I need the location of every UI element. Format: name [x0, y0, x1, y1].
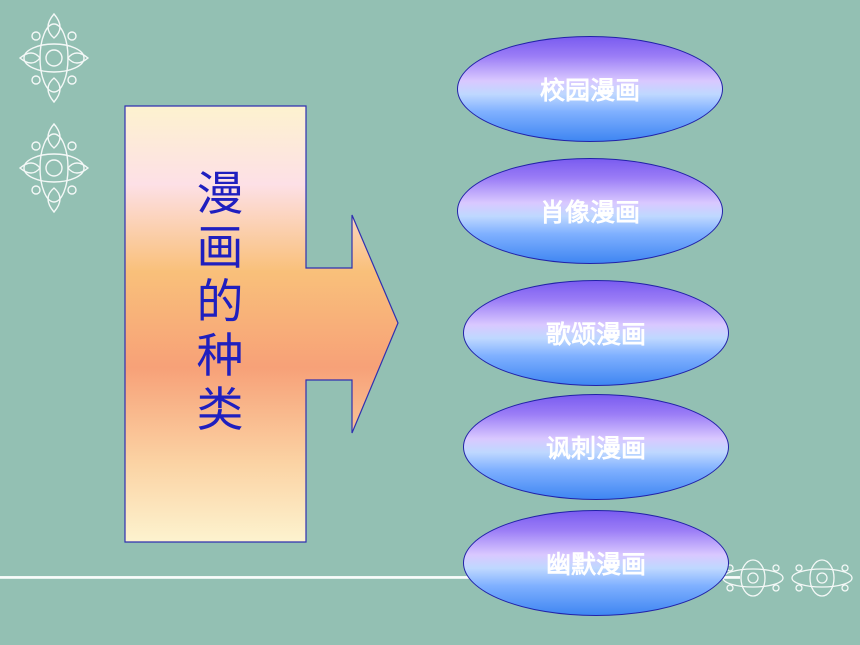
divider-line	[0, 576, 740, 579]
category-oval-satire[interactable]: 讽刺漫画	[463, 394, 729, 500]
category-label: 幽默漫画	[545, 550, 646, 579]
category-oval-campus[interactable]: 校园漫画	[457, 36, 723, 142]
lace-ornament-icon	[791, 559, 853, 597]
category-label: 讽刺漫画	[545, 434, 646, 463]
category-oval-praise[interactable]: 歌颂漫画	[463, 280, 729, 386]
category-label: 肖像漫画	[539, 198, 640, 227]
lace-ornament-icon	[18, 12, 90, 104]
category-oval-humor[interactable]: 幽默漫画	[463, 510, 729, 616]
category-oval-portrait[interactable]: 肖像漫画	[457, 158, 723, 264]
arrow-title: 漫 画 的 种 类	[196, 167, 244, 438]
category-label: 校园漫画	[539, 76, 640, 105]
lace-ornament-icon	[18, 122, 90, 214]
category-label: 歌颂漫画	[545, 320, 646, 349]
